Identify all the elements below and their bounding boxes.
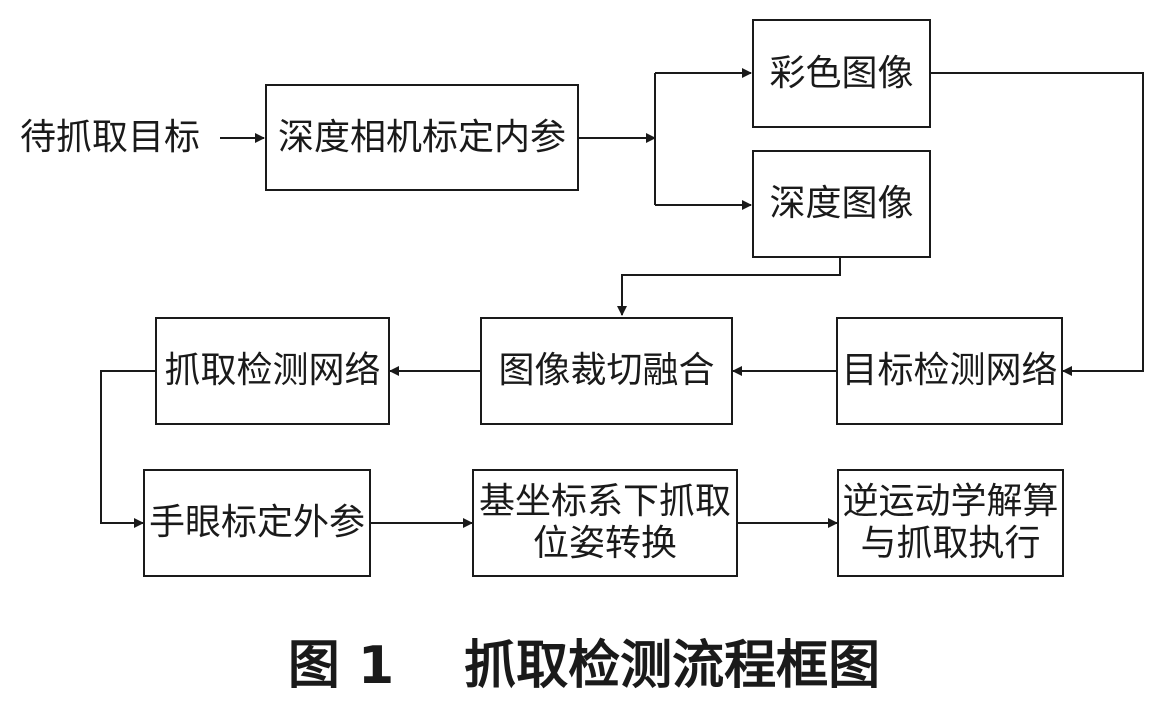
node-label-line-2: 与抓取执行: [860, 523, 1041, 564]
node-base-frame-grasp-pose: 基坐标系下抓取 位姿转换: [472, 469, 738, 577]
node-label: 彩色图像: [769, 52, 914, 94]
node-label-line-2: 位姿转换: [532, 523, 677, 564]
figure-number: 图 1: [287, 636, 395, 696]
node-target-detection-network: 目标检测网络: [836, 317, 1063, 425]
node-image-crop-fusion: 图像裁切融合: [480, 317, 733, 425]
arrow-depth-to-fusion: [617, 258, 841, 316]
node-hand-eye-extrinsics: 手眼标定外参: [143, 469, 371, 577]
node-depth-camera-intrinsics: 深度相机标定内参: [265, 84, 579, 191]
node-label: 目标检测网络: [841, 350, 1058, 391]
node-label: 手眼标定外参: [148, 502, 365, 543]
node-color-image: 彩色图像: [752, 19, 931, 128]
arrow-color-to-detection: [931, 72, 1144, 376]
node-label: 抓取检测网络: [164, 350, 381, 391]
node-depth-image: 深度图像: [752, 150, 931, 258]
node-label: 图像裁切融合: [498, 350, 715, 391]
node-inverse-kinematics-execute: 逆运动学解算 与抓取执行: [837, 469, 1064, 577]
start-label: 待抓取目标: [20, 117, 201, 158]
figure-caption: 图 1 抓取检测流程框图: [0, 636, 1168, 696]
node-label-line-1: 逆运动学解算: [842, 481, 1059, 522]
node-label-line-1: 基坐标系下抓取: [478, 481, 731, 522]
node-grasp-detection-network: 抓取检测网络: [155, 317, 390, 425]
node-label: 深度图像: [769, 183, 914, 224]
node-label: 深度相机标定内参: [277, 116, 566, 158]
figure-title: 抓取检测流程框图: [464, 636, 881, 696]
arrow-grasp-to-handeye: [100, 370, 155, 528]
